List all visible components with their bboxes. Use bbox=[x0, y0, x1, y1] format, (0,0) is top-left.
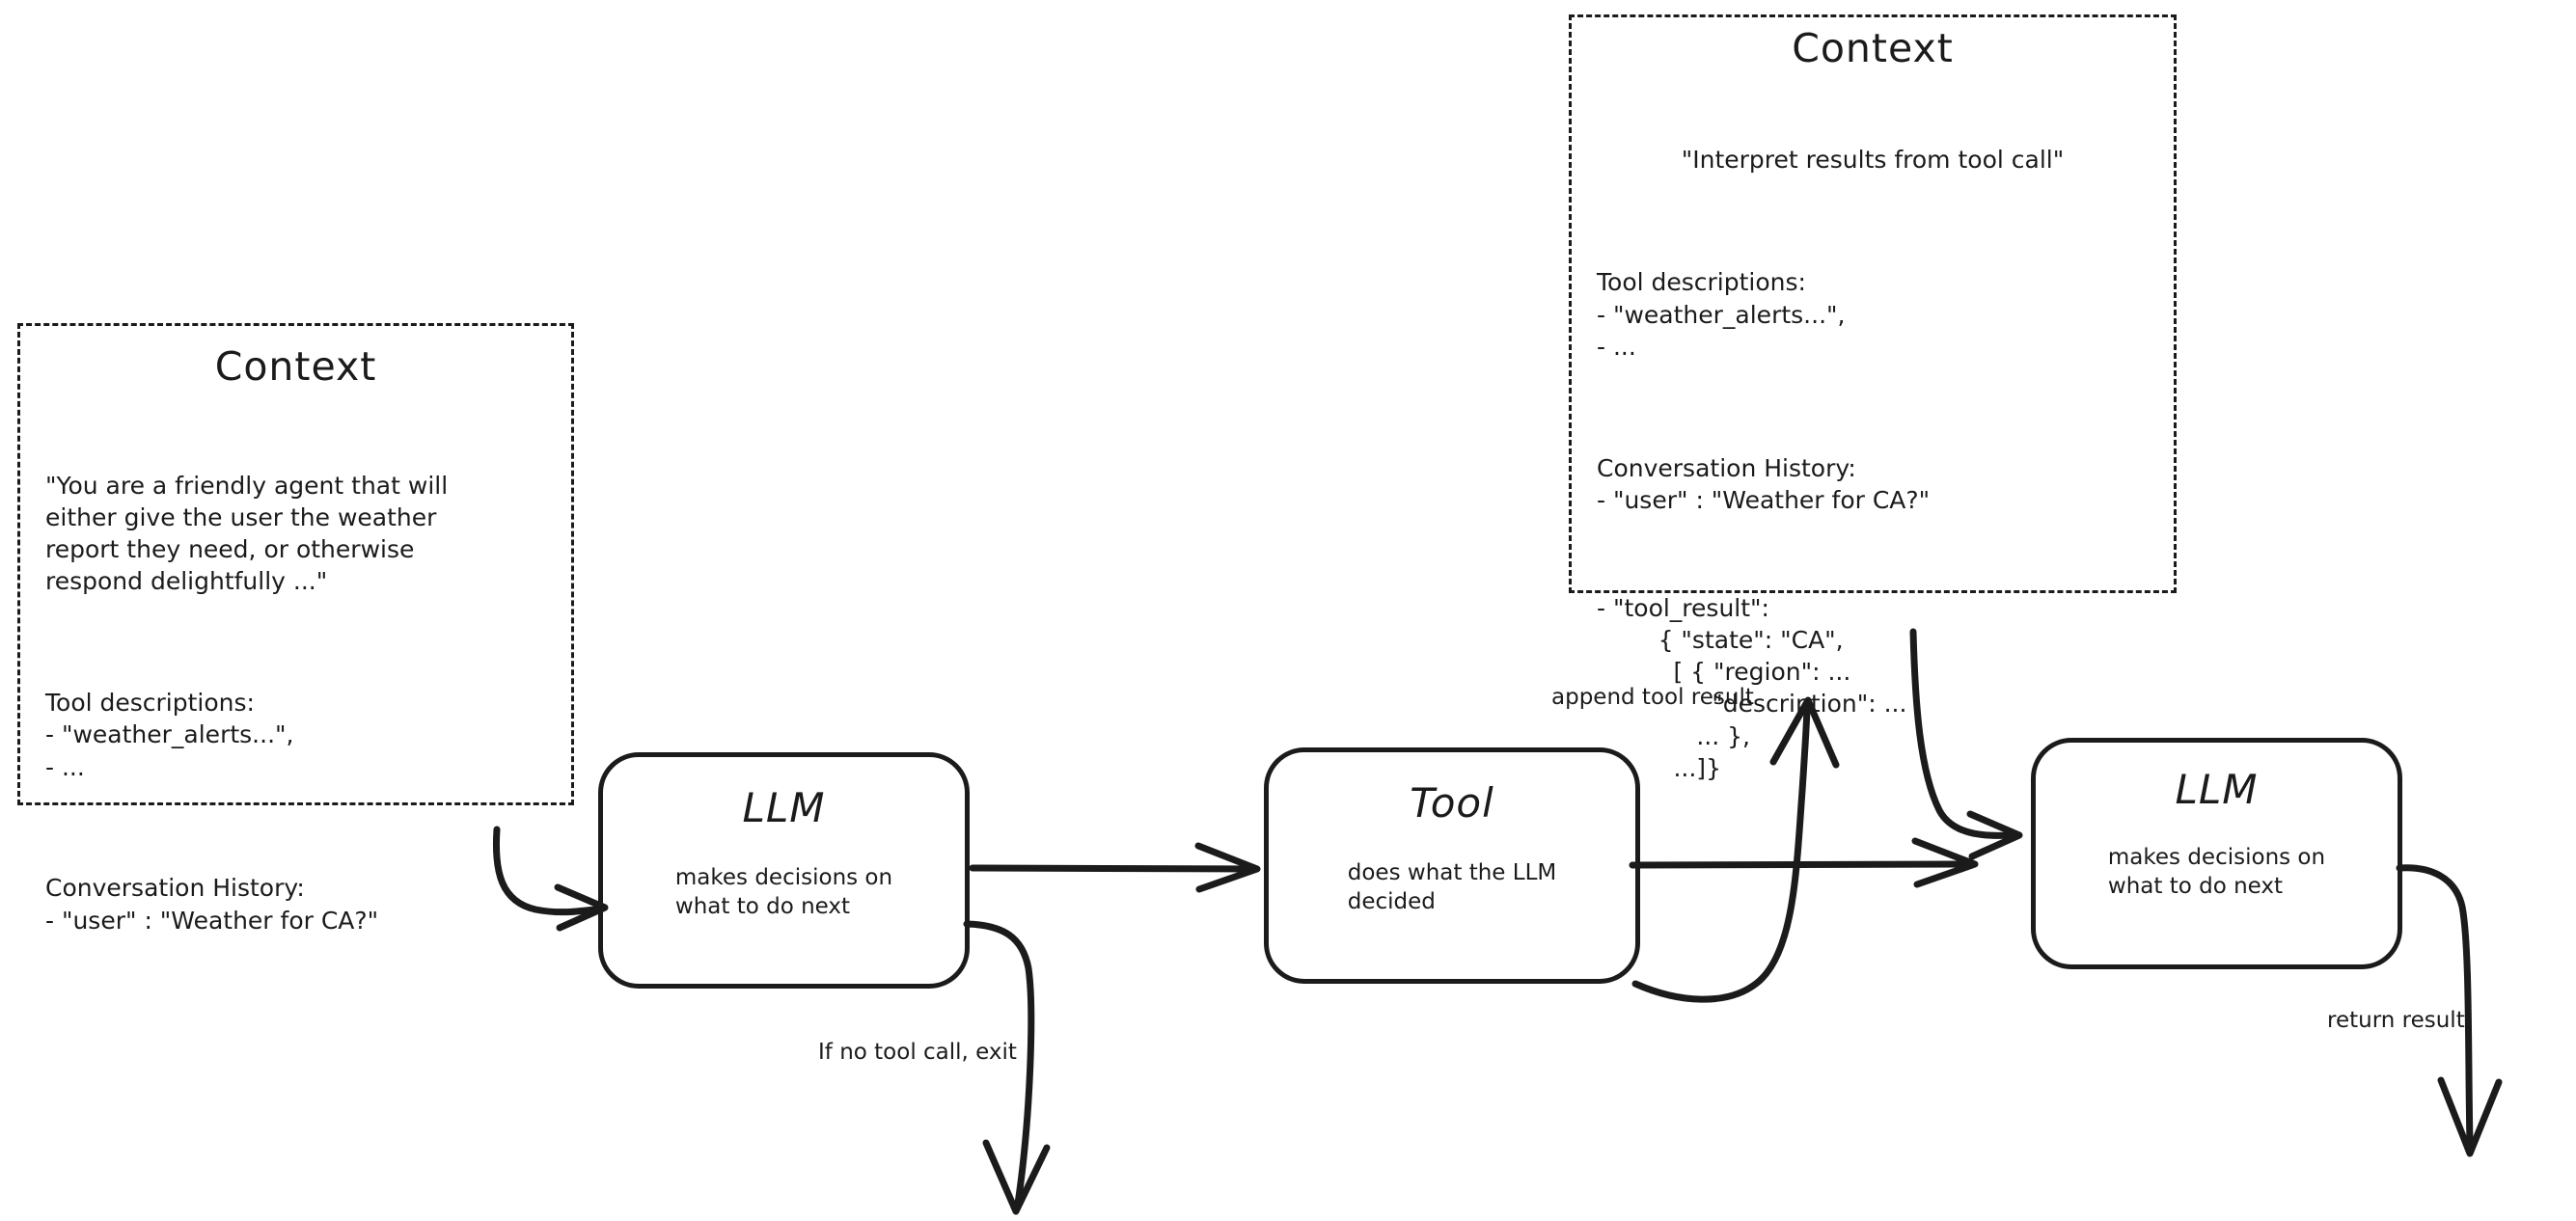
node-llm-2[interactable]: LLM makes decisions on what to do next bbox=[2031, 738, 2402, 969]
node-tool-title: Tool bbox=[1410, 779, 1494, 827]
node-llm-1-subtitle: makes decisions on what to do next bbox=[674, 865, 893, 919]
context-right-paragraph-instruction: "Interpret results from tool call" bbox=[1681, 145, 2065, 174]
edge-label-return-result: return result bbox=[2327, 1008, 2465, 1033]
context-box-left: Context "You are a friendly agent that w… bbox=[17, 323, 574, 935]
context-right-title: Context bbox=[1792, 25, 1954, 71]
arrow-llm1-to-tool bbox=[969, 842, 1261, 893]
context-left-title: Context bbox=[214, 343, 377, 390]
edge-label-append-tool-result: append tool result bbox=[1551, 685, 1754, 710]
context-left-paragraph-history: Conversation History: - "user" : "Weathe… bbox=[45, 874, 379, 935]
context-right-body: "Interpret results from tool call" Tool … bbox=[1572, 71, 2174, 849]
context-left-paragraph-tools: Tool descriptions: - "weather_alerts..."… bbox=[45, 689, 294, 781]
context-right-paragraph-tools: Tool descriptions: - "weather_alerts..."… bbox=[1597, 268, 1846, 361]
context-right-paragraph-history: Conversation History: - "user" : "Weathe… bbox=[1597, 453, 1931, 514]
node-tool[interactable]: Tool does what the LLM decided bbox=[1264, 747, 1640, 984]
node-tool-subtitle: does what the LLM decided bbox=[1347, 860, 1557, 914]
node-llm-1-title: LLM bbox=[742, 784, 826, 831]
node-llm-2-subtitle: makes decisions on what to do next bbox=[2107, 845, 2326, 899]
context-left-body: "You are a friendly agent that will eith… bbox=[20, 390, 571, 1000]
arrow-llm1-to-exit bbox=[963, 920, 1051, 1215]
context-box-right: Context "Interpret results from tool cal… bbox=[1569, 14, 2177, 782]
context-left-paragraph-system: "You are a friendly agent that will eith… bbox=[45, 471, 449, 596]
node-llm-1[interactable]: LLM makes decisions on what to do next bbox=[598, 752, 970, 989]
edge-label-if-no-tool-call-exit: If no tool call, exit bbox=[818, 1040, 1017, 1065]
node-llm-2-title: LLM bbox=[2175, 766, 2259, 813]
